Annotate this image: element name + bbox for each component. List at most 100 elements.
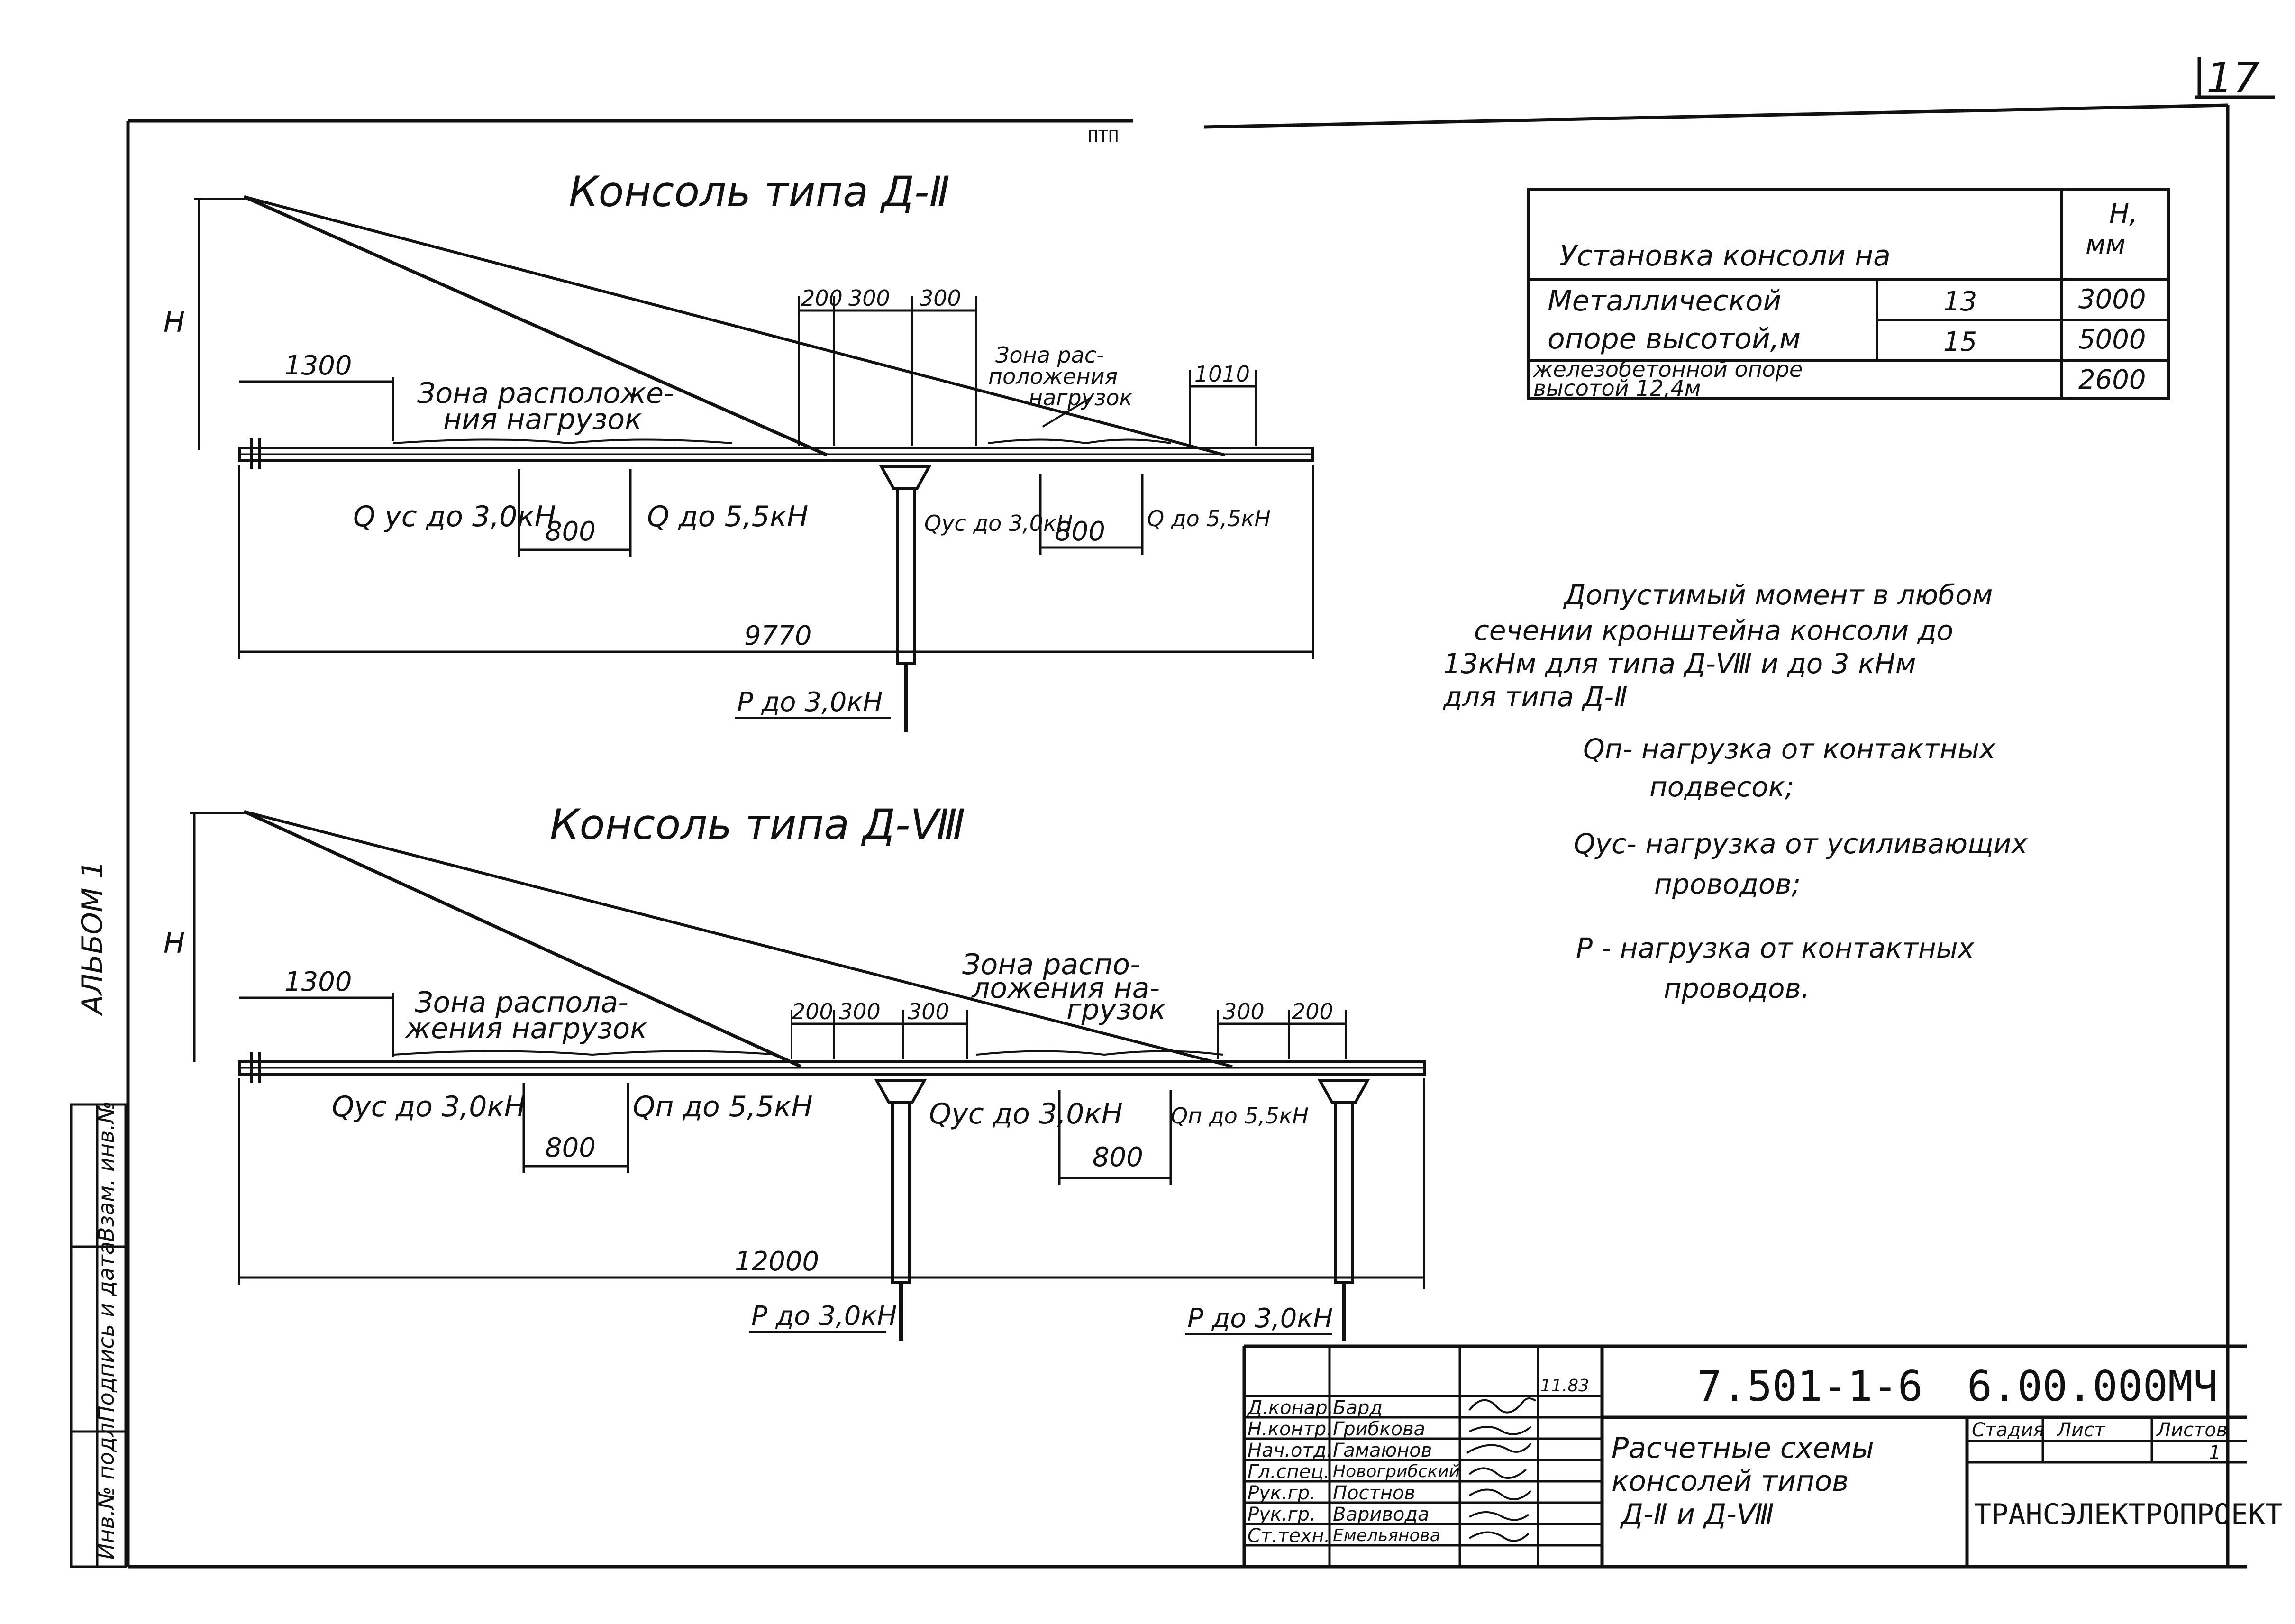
console-d2-dim-1300: 1300 — [284, 350, 352, 381]
table-metal-label-2: опоре высотой,м — [1548, 322, 1801, 356]
person-name: Варивода — [1333, 1504, 1430, 1525]
note-moment-1: Допустимый момент в любом — [1563, 579, 1993, 611]
console-d8-support-left — [891, 1101, 911, 1284]
note-moment-2: сечении кронштейна консоли до — [1474, 614, 1953, 647]
console-d2: Консоль типа Д-Ⅱ Н 1300 Зона расположе- … — [164, 167, 1314, 732]
console-d2-zone-left-2: ния нагрузок — [443, 403, 642, 436]
legend-p-2: проводов. — [1664, 972, 1810, 1004]
console-d8-qus-mid: Qус до 3,0кН — [929, 1097, 1123, 1131]
console-d2-dim-total: 9770 — [744, 620, 812, 651]
col-sheet: Лист — [2056, 1419, 2106, 1441]
console-d8-zone-left-1: Зона распола- — [415, 986, 628, 1019]
console-d8-qn-right: Qп до 5,5кН — [1171, 1103, 1309, 1129]
table-row-2-value: 5000 — [2078, 324, 2146, 355]
console-d2-dim-800-left: 800 — [545, 516, 596, 547]
person-name: Постнов — [1333, 1482, 1415, 1504]
person-name: Гамаюнов — [1333, 1440, 1432, 1461]
person-role: Д.конар. — [1247, 1397, 1333, 1419]
console-d8-qn-left: Qп до 5,5кН — [633, 1090, 813, 1123]
console-d8-dim-800-left: 800 — [545, 1132, 596, 1163]
console-d8-zone-right-1: Зона распо- — [962, 948, 1140, 981]
table-concrete-value: 2600 — [2078, 365, 2146, 395]
console-d8-p-load-left: Р до 3,0кН — [751, 1301, 897, 1332]
person-role: Гл.спец. — [1248, 1461, 1330, 1483]
person-name: Бард — [1333, 1397, 1383, 1419]
title-date: 11.83 — [1540, 1376, 1589, 1396]
console-d8-zone-right-3: грузок — [1066, 993, 1166, 1026]
sheets-count: 1 — [2209, 1442, 2221, 1464]
table-metal-label-1: Металлической — [1548, 284, 1781, 318]
person-name: Емельянова — [1333, 1526, 1440, 1545]
console-d8-dim-200: 200 — [792, 999, 833, 1024]
person-name: Грибкова — [1333, 1418, 1425, 1440]
table-header-mm: мм — [2086, 229, 2126, 260]
col-stage: Стадия — [1972, 1419, 2044, 1441]
console-d2-zone-right-3: нагрузок — [1029, 385, 1132, 411]
console-d8-zone-left-2: жения нагрузок — [404, 1012, 647, 1045]
person-role: Нач.отд. — [1248, 1440, 1332, 1461]
console-d2-p-load: Р до 3,0кН — [737, 687, 883, 718]
console-d2-zone-left-1: Зона расположе- — [417, 377, 674, 410]
install-table — [1527, 188, 2170, 400]
top-mark: ПТП — [1088, 127, 1119, 146]
stamp-replace: Взам. инв.№ — [93, 1101, 119, 1242]
console-d8-dim-300b: 300 — [908, 999, 949, 1024]
console-d8-p-load-right: Р до 3,0кН — [1187, 1303, 1333, 1334]
table-row-1-height: 13 — [1943, 286, 1977, 317]
console-d8-title: Консоль типа Д-Ⅷ — [550, 800, 965, 849]
legend-qus-1: Qус- нагрузка от усиливающих — [1574, 828, 2028, 860]
col-sheets: Листов — [2156, 1419, 2227, 1441]
title-block — [1242, 1344, 2247, 1567]
console-d2-q-left: Q до 5,5кН — [647, 500, 808, 533]
notes: Допустимый момент в любом сечении кроншт… — [1443, 579, 2028, 1004]
doc-code: 7.501-1-6 — [1697, 1362, 1923, 1411]
table-row-2-height: 15 — [1943, 327, 1977, 357]
legend-qn-2: подвесок; — [1649, 771, 1794, 803]
table-header-h: Н, — [2109, 199, 2138, 229]
table-concrete-label-1: железобетонной опоре — [1533, 356, 1803, 382]
console-d8-dim-300a: 300 — [839, 999, 881, 1024]
console-d8-dim-800-right: 800 — [1093, 1142, 1143, 1173]
console-d2-qus-right: Qус до 3,0кН — [924, 511, 1073, 536]
sheet-frame — [126, 57, 2275, 1569]
stamp-inventory: Инв.№ подл. — [93, 1416, 119, 1560]
signature-marks — [1466, 1397, 1537, 1542]
person-role: Рук.гр. — [1248, 1482, 1316, 1504]
console-d8-dim-200b: 200 — [1292, 999, 1333, 1024]
console-d2-dim-1010: 1010 — [1194, 361, 1250, 387]
table-concrete-label-2: высотой 12,4м — [1533, 375, 1701, 401]
console-d2-q-right: Q до 5,5кН — [1147, 506, 1271, 531]
console-d2-h-label: Н — [164, 306, 185, 339]
console-d2-support — [896, 487, 916, 665]
side-stamp — [70, 1103, 127, 1568]
console-d8-dim-total: 12000 — [735, 1246, 819, 1277]
sheet-title-3: Д-Ⅱ и Д-Ⅷ — [1620, 1498, 1774, 1531]
person-name: Новогрибский — [1333, 1462, 1460, 1481]
console-d2-dim-800-right: 800 — [1055, 516, 1105, 547]
table-row-1-value: 3000 — [2078, 284, 2146, 315]
console-d8-support-right — [1334, 1101, 1354, 1284]
legend-qn-1: Qп- нагрузка от контактных — [1583, 733, 1996, 765]
console-d8-h-label: Н — [164, 927, 185, 960]
console-d8-dim-300c: 300 — [1223, 999, 1265, 1024]
company-name: ТРАНСЭЛЕКТРОПРОЕКТ — [1974, 1498, 2282, 1531]
console-d2-zone-right-2: положения — [988, 364, 1118, 389]
console-d8-zone-right-2: ложения на- — [971, 972, 1160, 1005]
sheet-title-2: консолей типов — [1612, 1465, 1849, 1498]
legend-qus-2: проводов; — [1654, 868, 1801, 900]
console-d2-dim-200: 200 — [801, 285, 843, 311]
legend-p-1: Р - нагрузка от контактных — [1576, 932, 1975, 964]
note-moment-4: для типа Д-Ⅱ — [1443, 681, 1628, 713]
console-d8: Консоль типа Д-Ⅷ Н 1300 Зона распола- же… — [164, 800, 1426, 1341]
console-d8-qus-left: Qус до 3,0кН — [332, 1090, 526, 1123]
person-role: Рук.гр. — [1248, 1504, 1316, 1525]
album-label: АЛЬБОМ 1 — [76, 860, 109, 1016]
title-people: Д.конар. Бард Н.контр. Грибкова Нач.отд.… — [1247, 1397, 1460, 1547]
table-header-main: Установка консоли на — [1559, 239, 1891, 273]
page-number: 17 — [2206, 54, 2259, 102]
console-d2-dim-300a: 300 — [848, 285, 890, 311]
stamp-signature: Подпись и дата — [93, 1241, 119, 1422]
console-d2-title: Консоль типа Д-Ⅱ — [569, 167, 950, 216]
sheet-title-1: Расчетные схемы — [1612, 1432, 1874, 1465]
